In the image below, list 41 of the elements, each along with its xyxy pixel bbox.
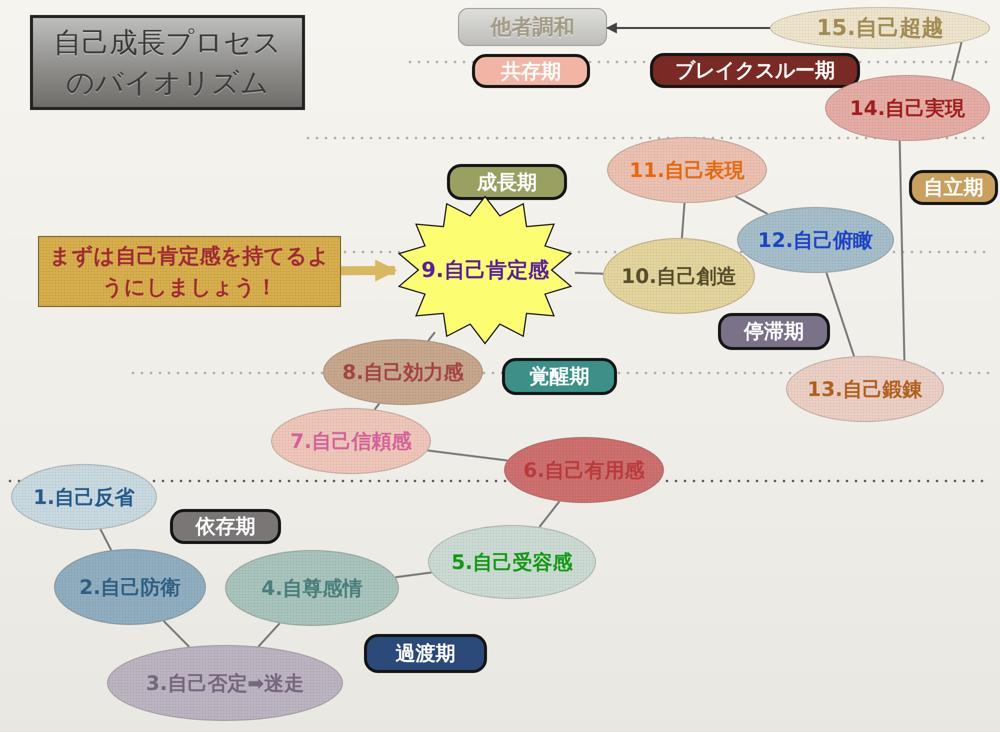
phase-tag: 成長期 xyxy=(447,164,567,200)
stage-ellipse: 2.自己防衛 xyxy=(54,549,206,625)
connector-line xyxy=(538,500,560,528)
stage-ellipse: 10.自己創造 xyxy=(603,238,755,314)
phase-tag: 依存期 xyxy=(170,509,281,544)
connector-line xyxy=(374,402,380,410)
phase-tag: 過渡期 xyxy=(364,634,487,673)
result-box: 他者調和 xyxy=(458,8,607,46)
starburst xyxy=(395,195,575,345)
phase-tag: ブレイクスルー期 xyxy=(650,53,860,88)
phase-tag: 自立期 xyxy=(909,170,998,205)
connector-line xyxy=(427,332,436,342)
phase-tag: 共存期 xyxy=(472,54,590,88)
phase-tag: 停滞期 xyxy=(718,313,830,350)
connector-line xyxy=(898,140,906,360)
connector-line xyxy=(680,202,686,238)
advice-note: まずは自己肯定感を持てるようにしましょう！ xyxy=(38,236,341,307)
stage-ellipse: 7.自己信頼感 xyxy=(271,408,431,474)
stage-ellipse: 8.自己効力感 xyxy=(323,339,483,405)
connector-line xyxy=(162,620,190,648)
stage-ellipse: 1.自己反省 xyxy=(11,464,157,530)
connector-line xyxy=(825,272,856,357)
connector-line xyxy=(734,195,768,215)
arrow xyxy=(606,22,770,34)
stage-ellipse: 5.自己受容感 xyxy=(428,525,596,599)
stage-label: 9.自己肯定感 xyxy=(421,257,549,284)
phase-tag: 覚醒期 xyxy=(502,358,617,395)
stage-ellipse: 11.自己表現 xyxy=(607,137,767,203)
connector-line xyxy=(427,450,508,462)
stage-ellipse: 3.自己否定➡迷走 xyxy=(107,645,343,721)
connector-line xyxy=(100,528,112,551)
stage-ellipse: 12.自己俯瞰 xyxy=(737,207,894,273)
stage-ellipse: 13.自己鍛錬 xyxy=(786,356,944,422)
connector-line xyxy=(258,622,280,648)
connector-line xyxy=(395,572,432,578)
stage-ellipse: 4.自尊感情 xyxy=(225,550,399,626)
connector-line xyxy=(574,272,604,275)
arrow xyxy=(340,260,398,282)
title-banner: 自己成長プロセスのバイオリズム xyxy=(30,15,305,110)
stage-ellipse: 15.自己超越 xyxy=(770,7,990,49)
connector-line xyxy=(951,42,962,80)
